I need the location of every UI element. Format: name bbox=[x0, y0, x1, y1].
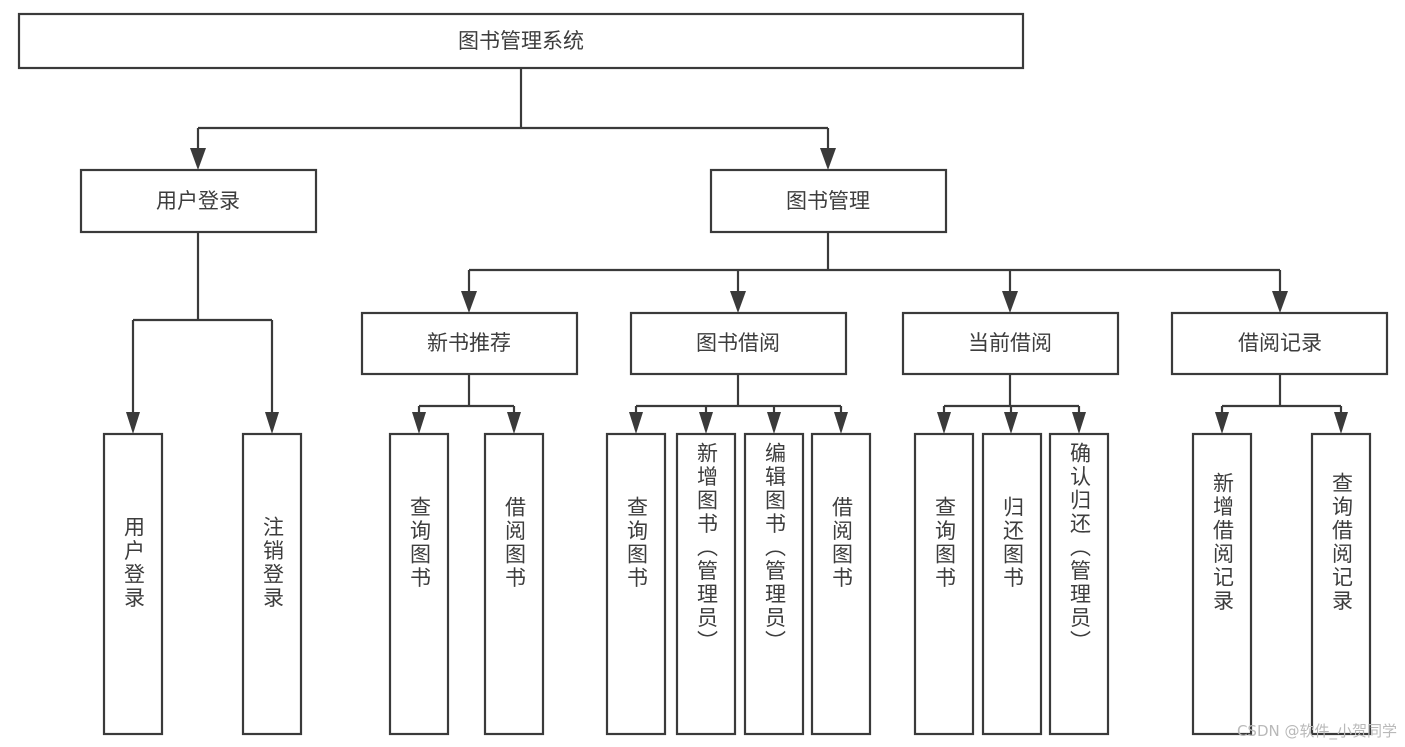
arrow-to-user-login bbox=[190, 148, 206, 170]
node-book-manage[interactable]: 图书管理 bbox=[709, 168, 948, 234]
arrow-new-leaf-2 bbox=[507, 412, 521, 434]
arrow-record-leaf-2 bbox=[1334, 412, 1348, 434]
arrow-current-leaf-1 bbox=[937, 412, 951, 434]
leaf-box-new-1[interactable] bbox=[388, 432, 450, 736]
leaf-box-record-1[interactable] bbox=[1191, 432, 1253, 736]
arrow-user-login-leaf-1 bbox=[126, 412, 140, 434]
node-borrow-record[interactable]: 借阅记录 bbox=[1170, 311, 1389, 376]
arrow-to-book-manage bbox=[820, 148, 836, 170]
arrow-to-new-book bbox=[461, 291, 477, 313]
leaf-box-borrow-4[interactable] bbox=[810, 432, 872, 736]
arrow-to-book-borrow bbox=[730, 291, 746, 313]
leaf-box-user-login-1[interactable] bbox=[102, 432, 164, 736]
node-user-login-label: 用户登录 bbox=[156, 189, 240, 213]
node-book-borrow[interactable]: 图书借阅 bbox=[629, 311, 848, 376]
arrow-to-borrow-record bbox=[1272, 291, 1288, 313]
leaf-box-current-2[interactable] bbox=[981, 432, 1043, 736]
edges-layer bbox=[126, 68, 1348, 434]
node-current-borrow-label: 当前借阅 bbox=[968, 331, 1052, 355]
leaf-box-current-3[interactable] bbox=[1048, 432, 1110, 736]
arrow-borrow-leaf-2 bbox=[699, 412, 713, 434]
arrow-user-login-leaf-2 bbox=[265, 412, 279, 434]
leaf-box-current-1[interactable] bbox=[913, 432, 975, 736]
arrow-borrow-leaf-1 bbox=[629, 412, 643, 434]
nodes-layer: 图书管理系统 用户登录 图书管理 新书推荐 图书借阅 当前借阅 借阅记录 bbox=[17, 12, 1389, 736]
node-book-borrow-label: 图书借阅 bbox=[696, 331, 780, 355]
leaf-box-new-2[interactable] bbox=[483, 432, 545, 736]
arrow-to-current-borrow bbox=[1002, 291, 1018, 313]
node-root-label: 图书管理系统 bbox=[458, 29, 584, 53]
arrow-borrow-leaf-4 bbox=[834, 412, 848, 434]
node-borrow-record-label: 借阅记录 bbox=[1238, 331, 1322, 355]
node-new-book-recommend[interactable]: 新书推荐 bbox=[360, 311, 579, 376]
arrow-current-leaf-3 bbox=[1072, 412, 1086, 434]
arrow-record-leaf-1 bbox=[1215, 412, 1229, 434]
node-book-manage-label: 图书管理 bbox=[786, 189, 870, 213]
arrow-new-leaf-1 bbox=[412, 412, 426, 434]
arrow-borrow-leaf-3 bbox=[767, 412, 781, 434]
node-user-login[interactable]: 用户登录 bbox=[79, 168, 318, 234]
leaf-box-record-2[interactable] bbox=[1310, 432, 1372, 736]
leaf-box-user-login-2[interactable] bbox=[241, 432, 303, 736]
watermark: CSDN @软件_小贺同学 bbox=[1236, 722, 1397, 740]
leaf-box-borrow-1[interactable] bbox=[605, 432, 667, 736]
leaf-box-borrow-2[interactable] bbox=[675, 432, 737, 736]
node-current-borrow[interactable]: 当前借阅 bbox=[901, 311, 1120, 376]
leaf-box-borrow-3[interactable] bbox=[743, 432, 805, 736]
node-root[interactable]: 图书管理系统 bbox=[17, 12, 1025, 70]
node-new-book-recommend-label: 新书推荐 bbox=[427, 331, 511, 355]
arrow-current-leaf-2 bbox=[1004, 412, 1018, 434]
